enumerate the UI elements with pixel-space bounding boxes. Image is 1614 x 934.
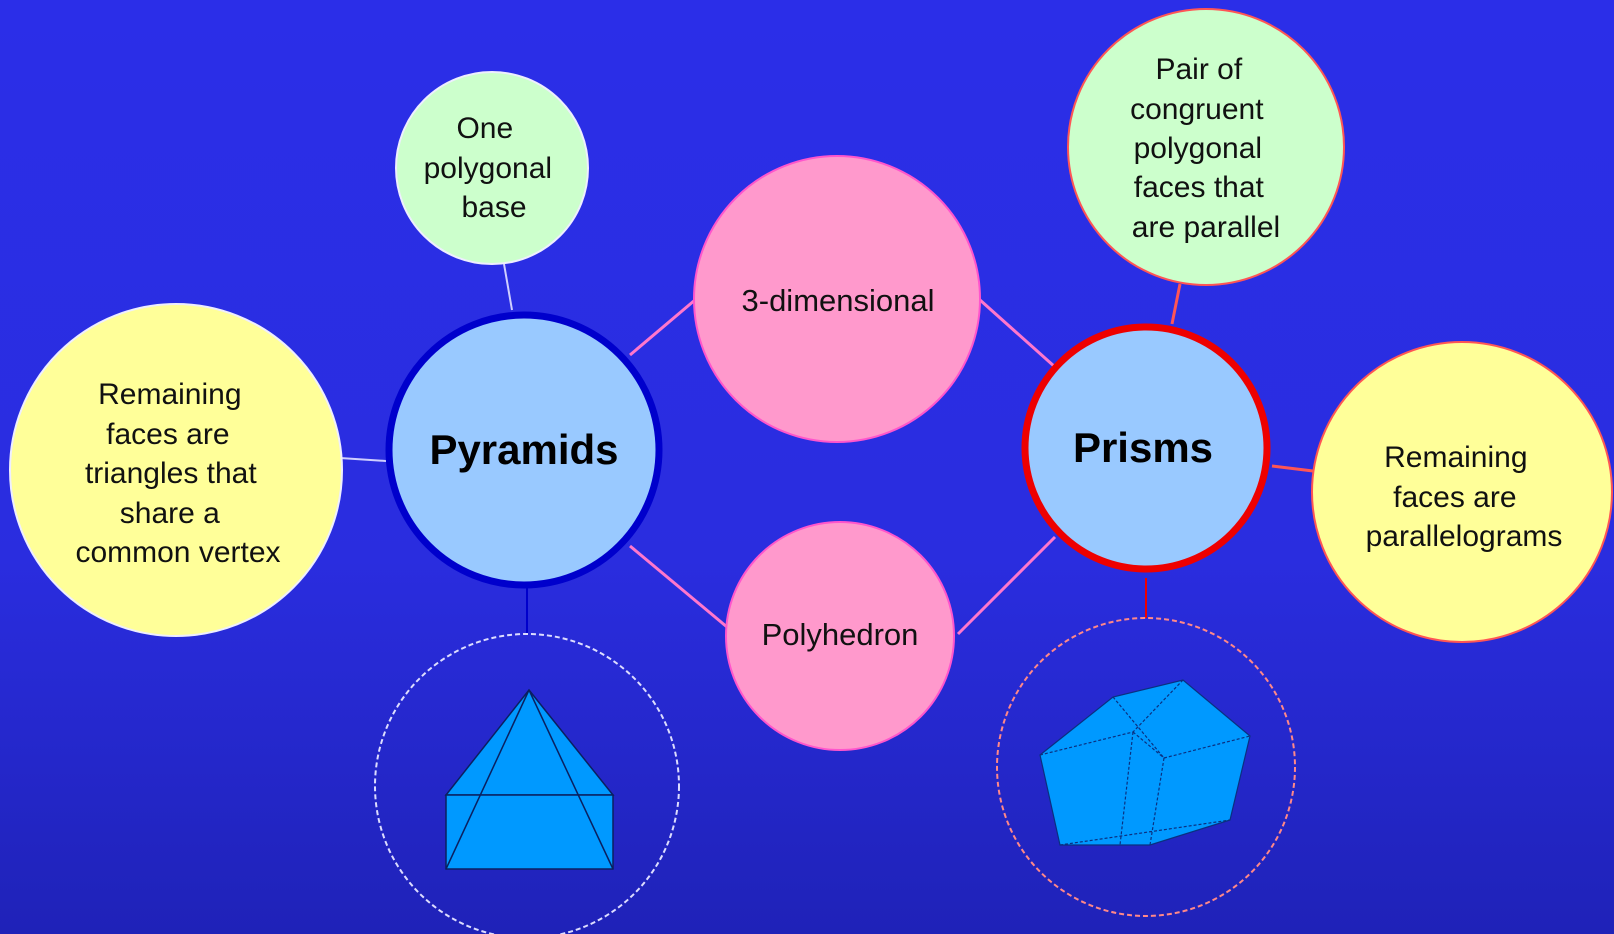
- node-pyramid-base-line-3: base: [461, 191, 526, 224]
- node-prism-bases-circle: [1067, 8, 1345, 286]
- node-prism-faces-text: Remaining faces are parallelograms: [1366, 441, 1563, 553]
- connector-prisms-3d: [979, 298, 1056, 369]
- pyramid-illustration-circle: [374, 633, 680, 934]
- node-pyramid-faces-line-3: triangles that: [85, 457, 257, 490]
- node-pyramid-faces-line-1: Remaining: [98, 378, 241, 411]
- connector-pyramids-3d: [629, 298, 696, 357]
- node-polyhedron-text: Polyhedron: [762, 617, 919, 652]
- node-pyramid-base-circle: [395, 71, 589, 265]
- node-pyramid-base-line-2: polygonal: [424, 152, 552, 185]
- pentagonal-prism-icon: [1039, 679, 1251, 846]
- prism-illustration-circle: [996, 617, 1296, 917]
- node-pyramid-base-text: One polygonal base: [424, 112, 561, 224]
- node-pyramid-base: One polygonal base: [395, 71, 589, 265]
- node-prisms-label: Prisms: [1073, 424, 1213, 471]
- node-prism-faces-line-2: faces are: [1393, 481, 1516, 514]
- node-prism-bases-line-5: are parallel: [1132, 211, 1280, 244]
- node-prism-faces: Remaining faces are parallelograms: [1311, 341, 1613, 643]
- node-pyramids-circle: [385, 311, 663, 589]
- node-polyhedron-line-1: Polyhedron: [762, 617, 919, 652]
- node-prism-bases-text: Pair of congruent polygonal faces that a…: [1130, 53, 1280, 244]
- prism-illustration: [996, 617, 1296, 917]
- connector-pyramids-faces: [339, 457, 387, 462]
- connector-prisms-polyhedron: [956, 535, 1057, 636]
- node-3-dimensional-text: 3-dimensional: [742, 283, 935, 318]
- connector-pyramids-polyhedron: [629, 544, 728, 629]
- connector-prisms-bases: [1170, 283, 1182, 325]
- node-pyramid-faces-line-2: faces are: [106, 418, 229, 451]
- node-prism-faces-line-1: Remaining: [1384, 441, 1527, 474]
- node-pyramids: Pyramids: [385, 311, 663, 589]
- node-pyramid-base-line-1: One: [456, 112, 513, 145]
- node-pyramid-faces-text: Remaining faces are triangles that share…: [75, 378, 280, 569]
- connector-pyramids-base: [503, 263, 513, 311]
- node-prism-faces-line-3: parallelograms: [1366, 520, 1563, 553]
- node-prism-faces-circle: [1311, 341, 1613, 643]
- node-pyramid-faces-line-5: common vertex: [75, 536, 280, 569]
- node-polyhedron: Polyhedron: [725, 521, 955, 751]
- node-3-dimensional-line-1: 3-dimensional: [742, 283, 935, 318]
- node-3-dimensional-circle: [693, 155, 981, 443]
- node-pyramid-faces-circle: [9, 303, 343, 637]
- pyramid-illustration: [374, 633, 680, 934]
- node-pyramids-label: Pyramids: [429, 426, 618, 473]
- node-pyramid-faces-line-4: share a: [120, 497, 220, 530]
- node-prism-bases: Pair of congruent polygonal faces that a…: [1067, 8, 1345, 286]
- node-prism-bases-line-4: faces that: [1134, 171, 1265, 204]
- connector-prisms-faces: [1271, 464, 1314, 473]
- node-3-dimensional: 3-dimensional: [693, 155, 981, 443]
- node-prism-bases-line-2: congruent: [1130, 93, 1264, 126]
- node-pyramid-faces: Remaining faces are triangles that share…: [9, 303, 343, 637]
- node-prism-bases-line-1: Pair of: [1155, 53, 1242, 86]
- pyramid-solid-icon: [444, 688, 615, 870]
- node-prism-bases-line-3: polygonal: [1134, 132, 1262, 165]
- connectors: [339, 263, 1314, 636]
- node-prisms-circle: [1021, 323, 1271, 573]
- node-polyhedron-circle: [725, 521, 955, 751]
- node-prisms: Prisms: [1021, 323, 1271, 573]
